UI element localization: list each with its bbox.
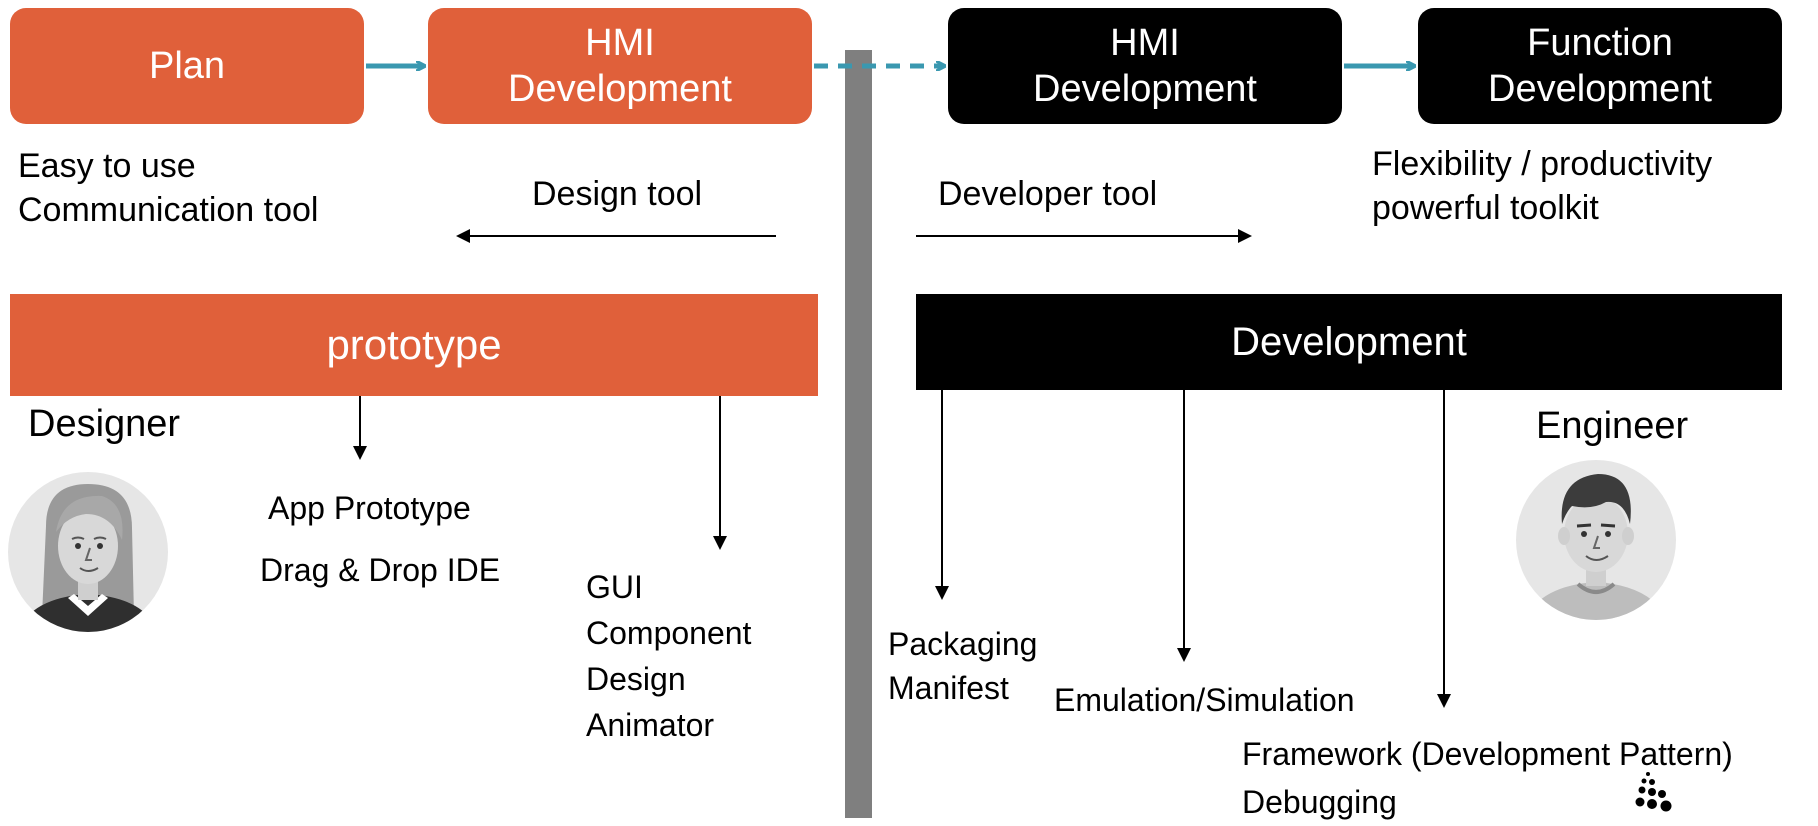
prototype-bar-label: prototype xyxy=(326,321,502,368)
gui-component-text: GUI Component Design Animator xyxy=(586,569,752,743)
development-bar-label: Development xyxy=(1231,320,1467,364)
app-prototype-text: App Prototype xyxy=(268,490,471,526)
hmi-development-right-label: HMI Development xyxy=(1033,22,1257,110)
framework-text: Framework (Development Pattern) Debuggin… xyxy=(1242,736,1733,820)
flexibility-text: Flexibility / productivity powerful tool… xyxy=(1372,145,1713,227)
engineer-avatar-icon xyxy=(1516,460,1676,620)
development-bar: Development xyxy=(916,294,1782,390)
designer-avatar-icon xyxy=(8,472,168,632)
easy-to-use-text: Easy to use Communication tool xyxy=(18,147,319,229)
design-tool-label: Design tool xyxy=(532,175,703,213)
drag-drop-text: Drag & Drop IDE xyxy=(260,552,501,588)
hmi-development-right-box: HMI Development xyxy=(948,8,1342,124)
designer-label: Designer xyxy=(28,403,181,445)
developer-tool-label: Developer tool xyxy=(938,175,1158,213)
emulation-text: Emulation/Simulation xyxy=(1054,682,1355,718)
function-development-box: Function Development xyxy=(1418,8,1782,124)
prototype-bar: prototype xyxy=(10,294,818,396)
hmi-development-left-box: HMI Development xyxy=(428,8,812,124)
dots-logo-icon xyxy=(1635,772,1672,812)
center-divider xyxy=(845,50,872,818)
plan-label: Plan xyxy=(148,45,226,87)
function-development-label: Function Development xyxy=(1488,22,1712,110)
engineer-label: Engineer xyxy=(1536,405,1689,447)
plan-box: Plan xyxy=(10,8,364,124)
hmi-development-left-label: HMI Development xyxy=(508,22,732,110)
packaging-text: Packaging Manifest xyxy=(888,626,1038,706)
